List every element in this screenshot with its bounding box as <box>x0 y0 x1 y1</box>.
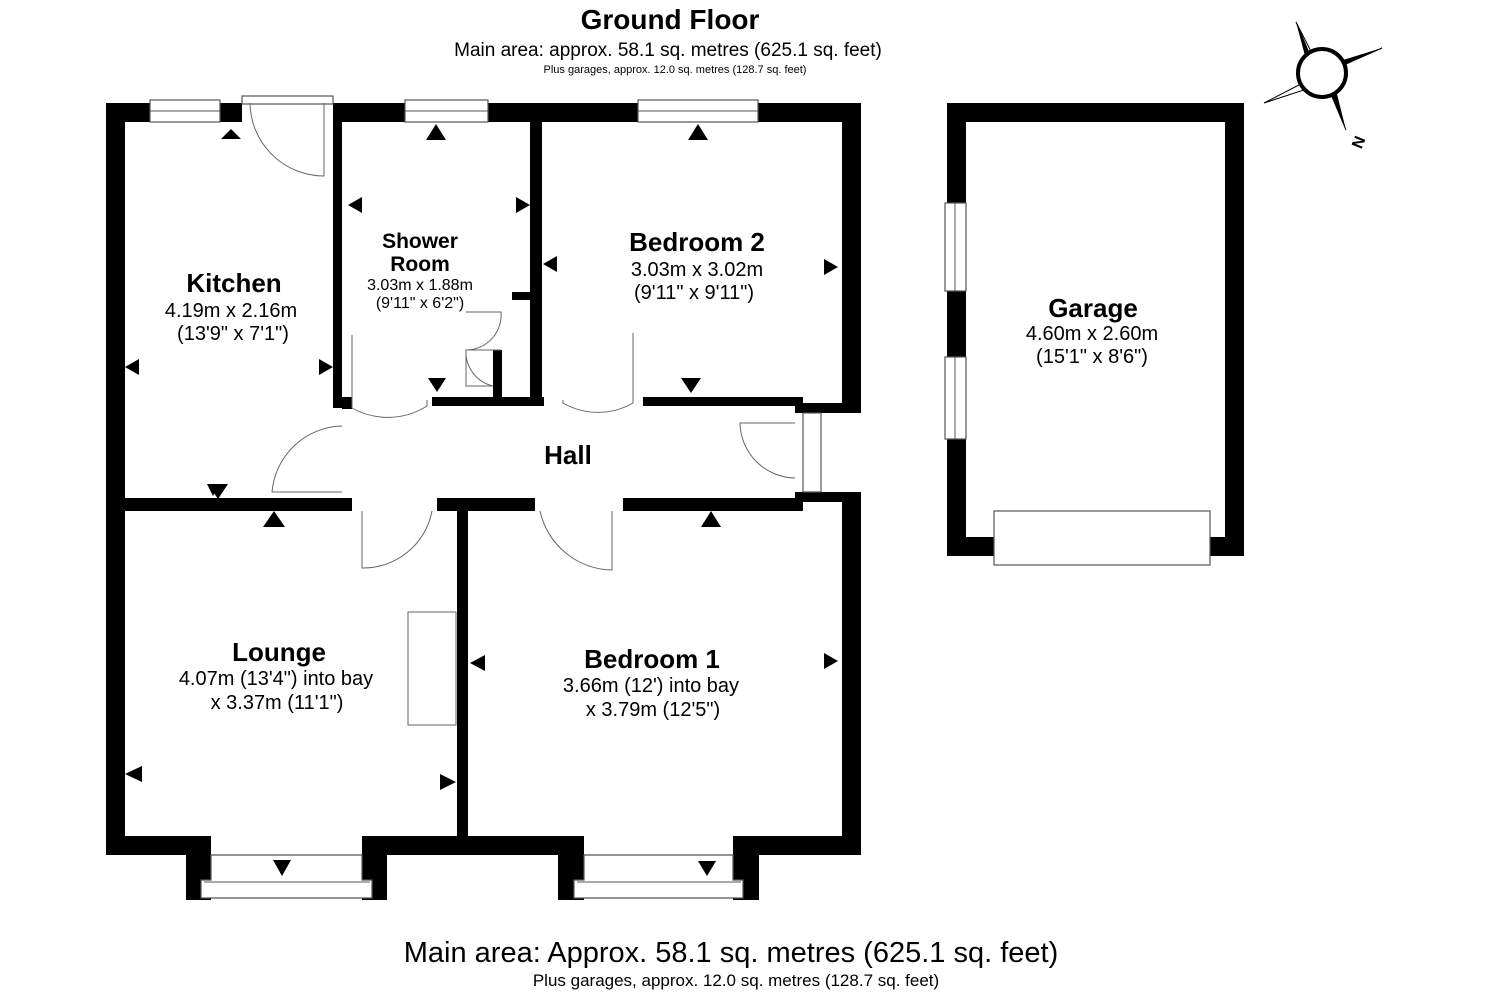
floor-title: Ground Floor <box>581 4 760 35</box>
door-swings <box>249 102 796 726</box>
measurement-arrows <box>125 124 838 876</box>
room-kitchen: Kitchen 4.19m x 2.16m (13'9" x 7'1") <box>165 268 297 345</box>
footer-main-area: Main area: Approx. 58.1 sq. metres (625.… <box>404 937 1058 969</box>
header-plus-garages: Plus garages, approx. 12.0 sq. metres (1… <box>544 64 807 76</box>
header-main-area: Main area: approx. 58.1 sq. metres (625.… <box>454 40 882 61</box>
compass-icon <box>1263 21 1383 131</box>
room-name: Garage <box>1048 293 1138 323</box>
room-dimension: 3.66m (12') into bay <box>563 675 739 697</box>
room-dimension-imperial: (15'1" x 8'6") <box>1036 346 1148 368</box>
room-dimension-imperial: (9'11" x 9'11") <box>634 282 754 304</box>
room-garage: Garage 4.60m x 2.60m (15'1" x 8'6") <box>1026 293 1158 368</box>
room-dimension-imperial: x 3.79m (12'5") <box>586 699 720 721</box>
room-dimension: 4.19m x 2.16m <box>165 300 297 322</box>
house-walls <box>106 103 861 900</box>
room-lounge: Lounge 4.07m (13'4") into bay x 3.37m (1… <box>179 637 373 714</box>
room-name: Bedroom 2 <box>629 227 765 257</box>
room-name-line2: Room <box>390 253 450 276</box>
footer-plus-garages: Plus garages, approx. 12.0 sq. metres (1… <box>533 971 939 990</box>
room-name: Lounge <box>232 637 326 667</box>
room-bedroom-1: Bedroom 1 3.66m (12') into bay x 3.79m (… <box>563 644 739 721</box>
room-name: Hall <box>544 440 592 470</box>
room-name: Shower <box>382 230 458 253</box>
room-name: Kitchen <box>186 268 281 298</box>
room-name: Bedroom 1 <box>584 644 720 674</box>
compass-north-label: N <box>1349 134 1369 151</box>
room-dimension-imperial: (9'11" x 6'2") <box>376 295 464 312</box>
room-dimension: 3.03m x 3.02m <box>631 259 763 281</box>
room-dimension: 4.07m (13'4") into bay <box>179 668 373 690</box>
room-hall: Hall <box>544 440 592 470</box>
room-dimension-imperial: (13'9" x 7'1") <box>177 323 289 345</box>
room-dimension-imperial: x 3.37m (11'1") <box>211 692 344 714</box>
room-dimension: 3.03m x 1.88m <box>367 277 473 294</box>
room-bedroom-2: Bedroom 2 3.03m x 3.02m (9'11" x 9'11") <box>629 227 765 304</box>
room-dimension: 4.60m x 2.60m <box>1026 323 1158 345</box>
room-shower: Shower Room 3.03m x 1.88m (9'11" x 6'2") <box>367 230 473 312</box>
garage-walls <box>944 103 1244 566</box>
windows <box>149 95 822 899</box>
